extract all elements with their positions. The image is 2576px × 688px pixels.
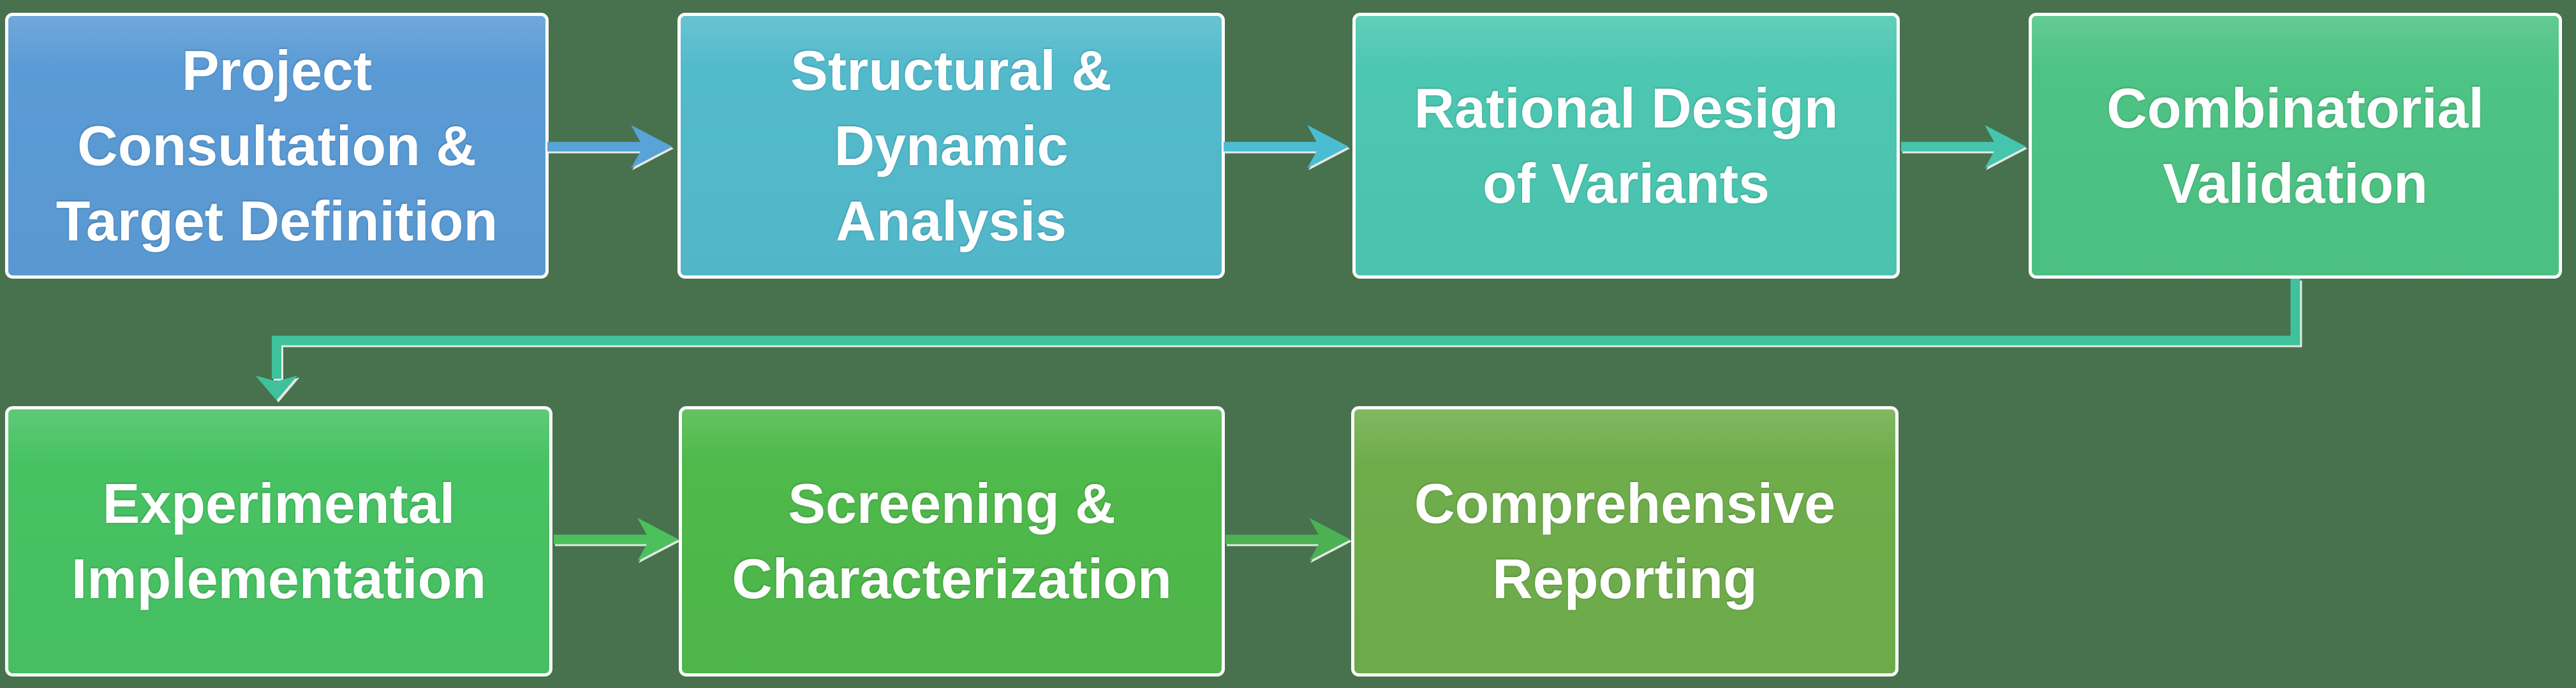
stage-label-line: Screening & [788, 472, 1116, 535]
arrow-head-down [255, 376, 298, 400]
arrow-head [1309, 518, 1351, 561]
stage-label-line: Dynamic [834, 113, 1069, 177]
stage-label-line: Implementation [71, 547, 487, 610]
stage-label-line: Validation [2163, 151, 2428, 215]
stage-box-rational-design-of-variants: Rational Design of Variants [1352, 13, 1900, 279]
arrow-shaft [1225, 534, 1322, 545]
stage-label-line: Structural & [790, 38, 1112, 102]
stage-box-project-consultation: Project Consultation & Target Definition [5, 13, 549, 279]
arrow-right-icon-rational-to-combinatorial [1901, 125, 2026, 168]
stage-box-combinatorial-validation: Combinatorial Validation [2029, 13, 2562, 279]
arrow-shaft [1901, 142, 1997, 152]
connector-line [272, 279, 2300, 379]
stage-box-structural-dynamic-analysis: Structural & Dynamic Analysis [677, 13, 1225, 279]
stage-label-line: Combinatorial [2106, 76, 2484, 140]
arrow-head [1307, 125, 1349, 168]
stage-label-line: Experimental [102, 472, 455, 535]
arrow-shaft [554, 534, 650, 545]
stage-label-line: of Variants [1483, 151, 1770, 215]
elbow-connector-validation-to-experimental [255, 279, 2300, 400]
arrow-right-icon-experimental-to-screening [554, 518, 679, 561]
stage-label-line: Rational Design [1414, 76, 1839, 140]
arrow-right-icon-screening-to-reporting [1225, 518, 1351, 561]
stage-label-line: Consultation & [77, 113, 477, 177]
stage-label-line: Characterization [732, 547, 1172, 610]
arrow-shaft [1224, 142, 1320, 152]
stage-label-line: Comprehensive [1414, 472, 1836, 535]
stage-label-line: Reporting [1492, 547, 1758, 610]
stage-box-screening-characterization: Screening & Characterization [679, 406, 1225, 677]
stage-box-comprehensive-reporting: Comprehensive Reporting [1351, 406, 1899, 677]
arrow-right-icon-consultation-to-structural [547, 125, 672, 168]
stage-box-experimental-implementation: Experimental Implementation [5, 406, 552, 677]
arrow-head [1985, 125, 2026, 168]
arrow-head [637, 518, 679, 561]
stage-label-line: Analysis [836, 189, 1067, 253]
arrow-right-icon-structural-to-rational [1224, 125, 1349, 168]
stage-label-line: Project [181, 38, 373, 102]
arrow-shaft [547, 142, 644, 152]
stage-label-line: Target Definition [56, 189, 498, 253]
arrow-head [631, 125, 672, 168]
